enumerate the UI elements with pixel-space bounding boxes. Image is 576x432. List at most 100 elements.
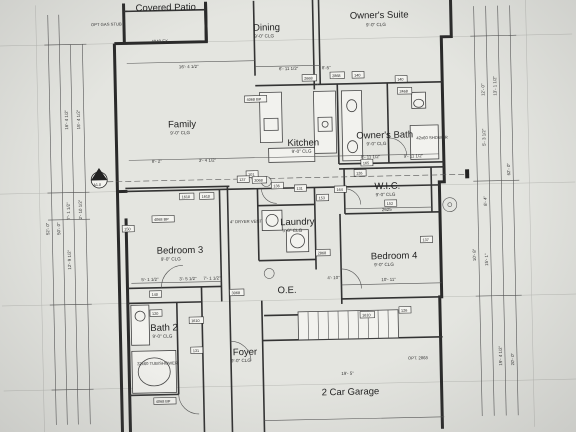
tag-0: 2868 [329,71,345,79]
dim-right-3: 5'- 3 1/2" [481,128,486,146]
tag-label: 152 [387,202,393,206]
room-owners-suite: Owner's Suite [350,9,409,21]
tag-3: 4068 BP [151,215,175,223]
note-opt-2868: OPT. 2868 [408,355,429,360]
room-kitchen: Kitchen [287,137,319,149]
ceiling-bedroom3: 9'-0" CLG [161,256,181,261]
tag-13: 153 [316,193,329,202]
tag-label: 136 [273,184,279,188]
laundry-fixtures [261,209,310,253]
room-garage: 2 Car Garage [322,386,380,398]
room-foyer: Foyer [233,347,258,359]
tag-1: 140 [351,71,365,79]
left-dimension-strings: 16'- 4 1/2" 15'- 4 1/2" 7'- 1 1/2" 2'- 1… [44,14,94,425]
ceiling-bath2: 9'-0" CLG [152,333,172,338]
tag-label: 3068 [254,179,263,183]
tag-26: 1610 [188,316,204,324]
ceiling-foyer: 9'-0" CLG [231,358,251,363]
tag-box [420,235,433,244]
tag-label: 3068 [232,291,241,295]
note-shower: 42x60 SHOWER [416,135,448,141]
tag-label: 126 [356,171,362,175]
tag-box [149,290,162,298]
tag-box [294,184,307,192]
dim-family-top: 16'- 4 1/2" [179,64,199,69]
note-dryer-vent: 4" DRYER VENT [230,219,262,225]
dim-bath-right: 9'- 11 1/2" [404,153,424,158]
tag-box [244,95,268,103]
room-covered-patio: Covered Patio [136,2,196,14]
tag-5: 2468 [397,87,413,95]
tag-label: 101 [248,173,254,177]
tag-box [301,74,317,82]
tag-label: 137 [239,178,245,182]
tag-box [153,397,177,405]
tag-label: 1610 [182,195,191,199]
dim-right-1: 12'- 0" [480,83,485,96]
tag-label: 126 [401,309,407,313]
tag-18: 2868 [315,248,331,257]
tag-box [179,192,195,201]
tag-label: 131 [193,349,199,353]
tag-box [270,181,284,190]
dim-br4-width: 10'- 11" [381,277,396,282]
room-oe: O.E. [277,285,296,296]
dim-left-4: 2'- 10 1/2" [78,199,83,219]
tag-label: 140 [152,293,158,297]
tag-box [359,310,375,319]
dim-right-7: 19'- 4 1/2" [498,345,503,365]
room-dining: Dining [253,22,280,34]
ceiling-dining: 9'-0" CLG [254,33,274,38]
tag-box [353,169,367,177]
tag-box [251,176,268,184]
dim-kitchen-top: 6'- 11 1/2" [279,66,299,71]
tag-box [229,288,245,297]
tag-2: 1610 [179,192,195,201]
tag-23: 120 [149,309,163,317]
tag-15: 152 [384,199,398,207]
tag-label: 137 [422,238,428,242]
stairs [297,309,399,341]
tag-label: 165 [363,161,369,165]
tag-label: 2668 [304,76,313,80]
dim-kitchen-mid: 3'- 4 1/2" [199,158,217,163]
dim-br4-b: 4'- 10" [327,275,340,280]
tag-29: 126 [398,306,412,314]
tag-box [397,87,413,95]
section-sheet: A1.0 [93,183,101,187]
ceiling-family: 9'-0" CLG [170,130,190,135]
tag-4: 1610 [199,192,215,200]
right-dimension-strings: 12'- 0" 13'- 1 1/2" 5'- 3 1/2" 8'- 4" 10… [470,5,522,417]
tag-box [384,199,398,207]
tag-box [398,306,412,314]
window-door-tags: 2868 140 1610 4068 BP 1610 2468 140 2668 4068 BP… [121,71,433,405]
tag-11: 3068 [251,176,268,184]
tag-label: 150 [124,227,130,231]
tag-20: 137 [420,235,433,244]
tag-label: 2468 [399,90,408,94]
tag-box [188,316,204,324]
ceiling-owners-bath: 9'-0" CLG [366,141,386,146]
tag-box [351,71,365,79]
tag-label: 131 [296,187,302,191]
tag-label: 140 [397,78,403,82]
dim-right-5: 10'- 8" [472,248,477,261]
kitchen-fixtures [259,90,338,163]
dim-left-6: 50'- 0" [56,222,61,235]
dim-patio-width: 4040 FX [151,39,168,44]
tag-box [190,346,204,354]
tag-label: 4068 BP [156,400,171,404]
dim-right-8: 20'- 0" [510,352,515,365]
tag-24: 131 [190,346,204,354]
dim-left-1: 16'- 4 1/2" [64,109,69,129]
owners-bath-fixtures [340,90,440,162]
dim-br3-a: 5'- 1 1/2" [141,277,159,282]
dim-left-3: 7'- 1 1/2" [66,202,71,220]
note-tub-shower: 32x60 TUB/SHOWER [137,360,178,366]
tag-box [394,75,408,83]
ceiling-wic: 9'-0" CLG [376,192,396,197]
dim-wic-width: 2625 [382,207,392,212]
